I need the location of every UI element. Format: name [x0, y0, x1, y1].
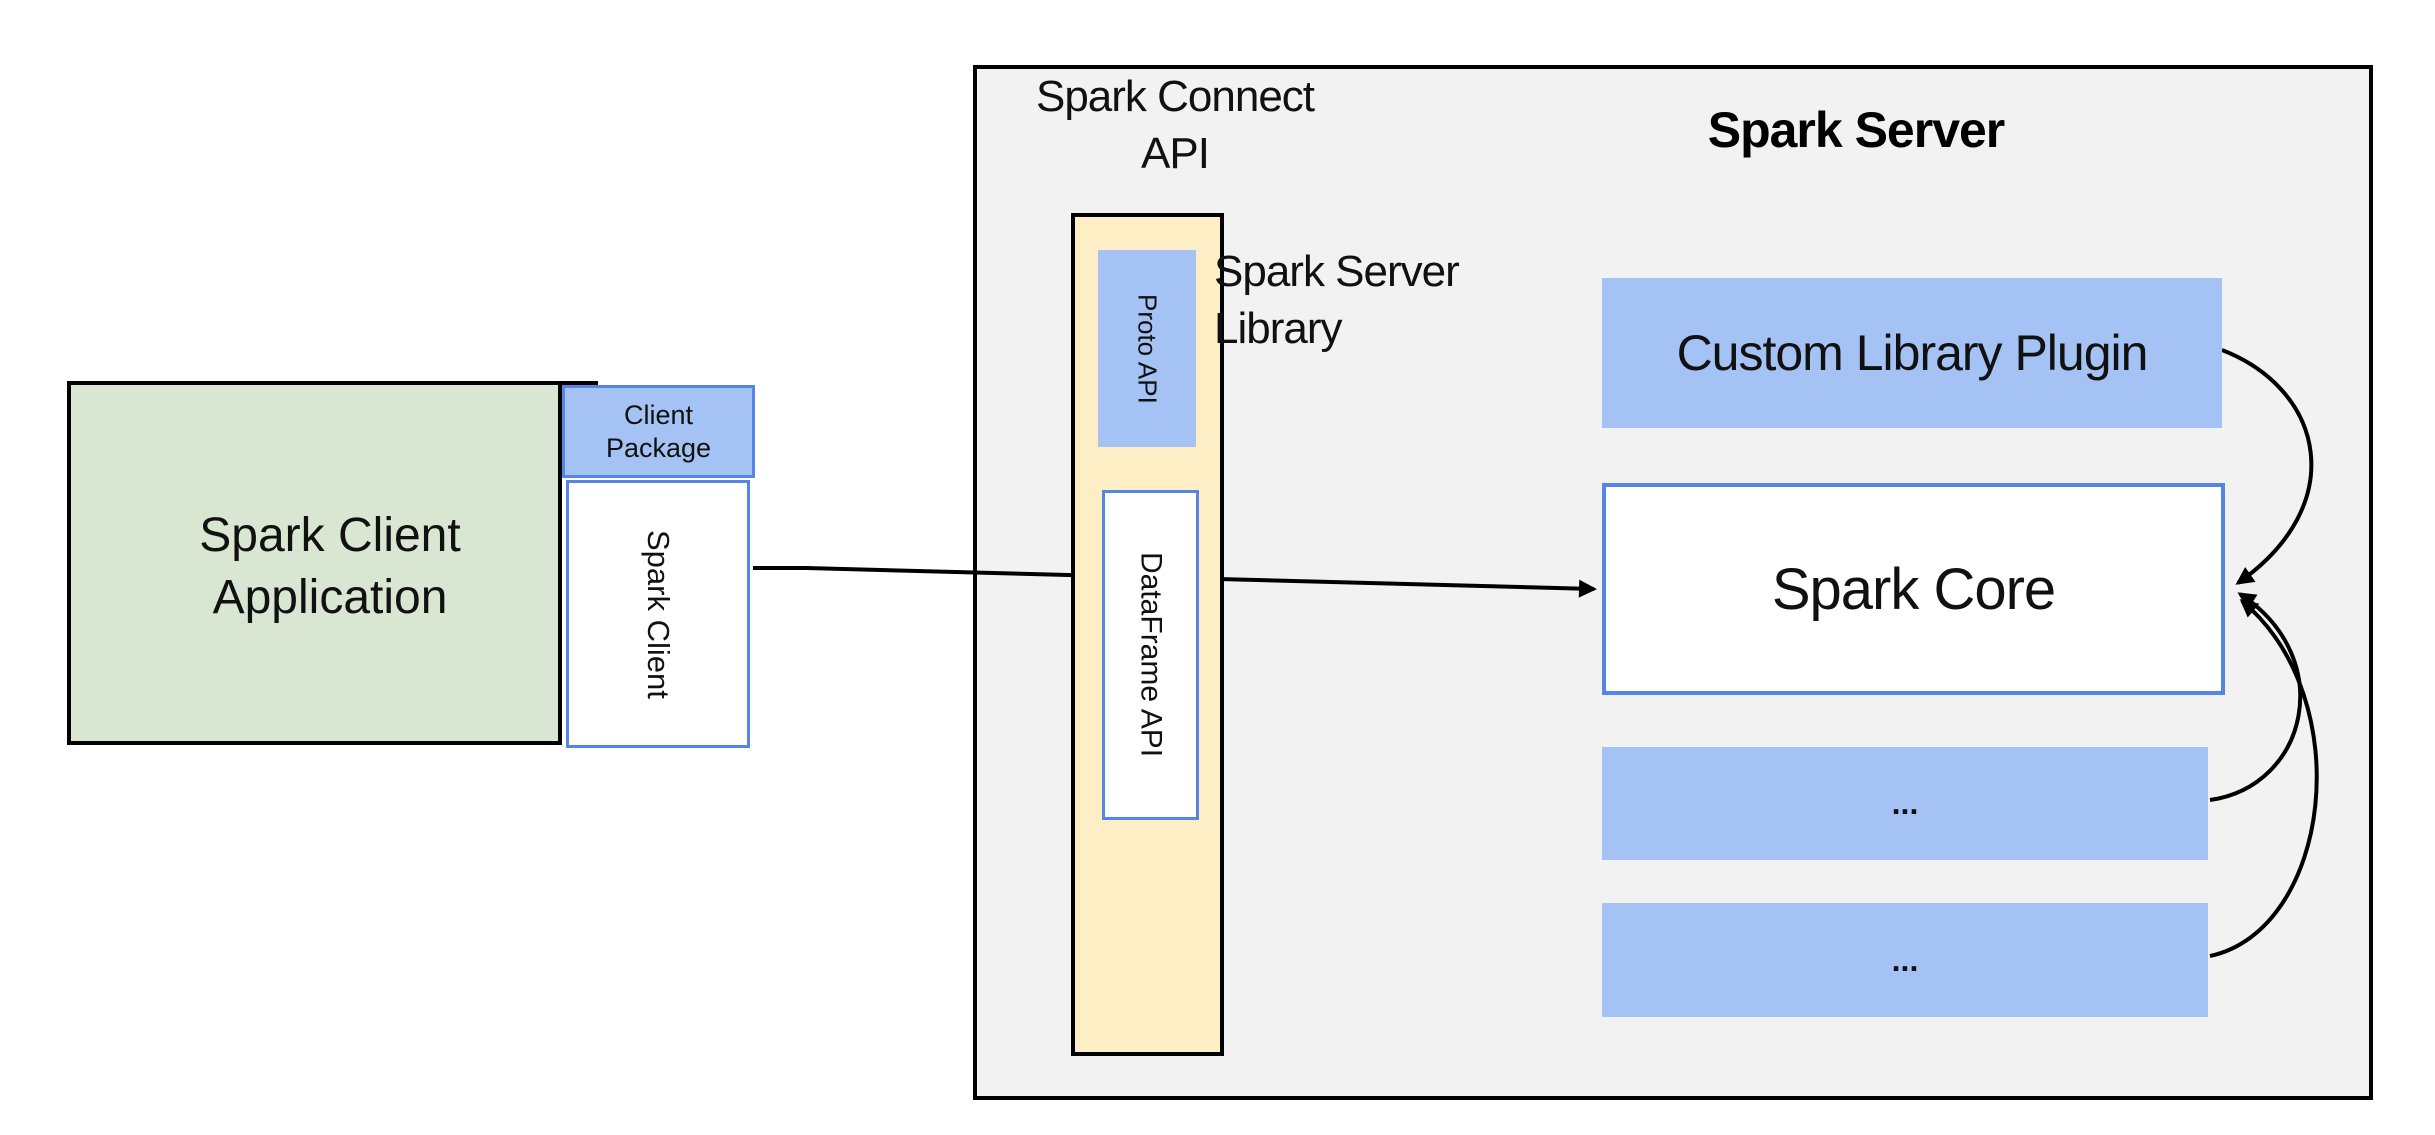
more-plugins-box-2-label: ...	[1891, 941, 1919, 978]
spark-core-box: Spark Core	[1602, 483, 2225, 695]
spark-connect-api-label: Spark Connect API	[1025, 68, 1325, 182]
more-plugins-box-1: ...	[1602, 747, 2208, 860]
spark-client-application-label-line2: Application	[212, 571, 448, 624]
proto-api-box: Proto API	[1098, 250, 1196, 447]
client-package-label-line1: Client	[623, 399, 693, 430]
client-box-border-stub	[562, 381, 598, 385]
proto-api-label: Proto API	[1132, 293, 1163, 404]
spark-core-label: Spark Core	[1771, 556, 2056, 622]
spark-connect-api-label-line2: API	[1141, 129, 1210, 178]
custom-library-plugin-label: Custom Library Plugin	[1676, 325, 2149, 381]
spark-server-library-label: Spark Server Library	[1214, 243, 1614, 357]
spark-client-application-label: Spark Client Application	[67, 505, 593, 629]
more-plugins-box-1-label: ...	[1891, 785, 1919, 821]
client-package-label-line2: Package	[605, 432, 712, 463]
dataframe-api-box: DataFrame API	[1102, 490, 1199, 820]
client-package-box: Client Package	[562, 385, 755, 478]
spark-client-box: Spark Client	[566, 480, 750, 748]
spark-connect-api-label-line1: Spark Connect	[1035, 72, 1315, 121]
spark-server-title: Spark Server	[1707, 102, 2006, 158]
spark-client-application-label-line1: Spark Client	[199, 509, 461, 562]
dataframe-api-label: DataFrame API	[1134, 552, 1168, 758]
spark-client-application-box	[67, 381, 562, 745]
more-plugins-box-2: ...	[1602, 903, 2208, 1017]
spark-client-label: Spark Client	[641, 529, 676, 699]
spark-server-library-label-line2: Library	[1214, 304, 1343, 353]
spark-server-library-label-line1: Spark Server	[1214, 247, 1460, 296]
custom-library-plugin-box: Custom Library Plugin	[1602, 278, 2222, 428]
